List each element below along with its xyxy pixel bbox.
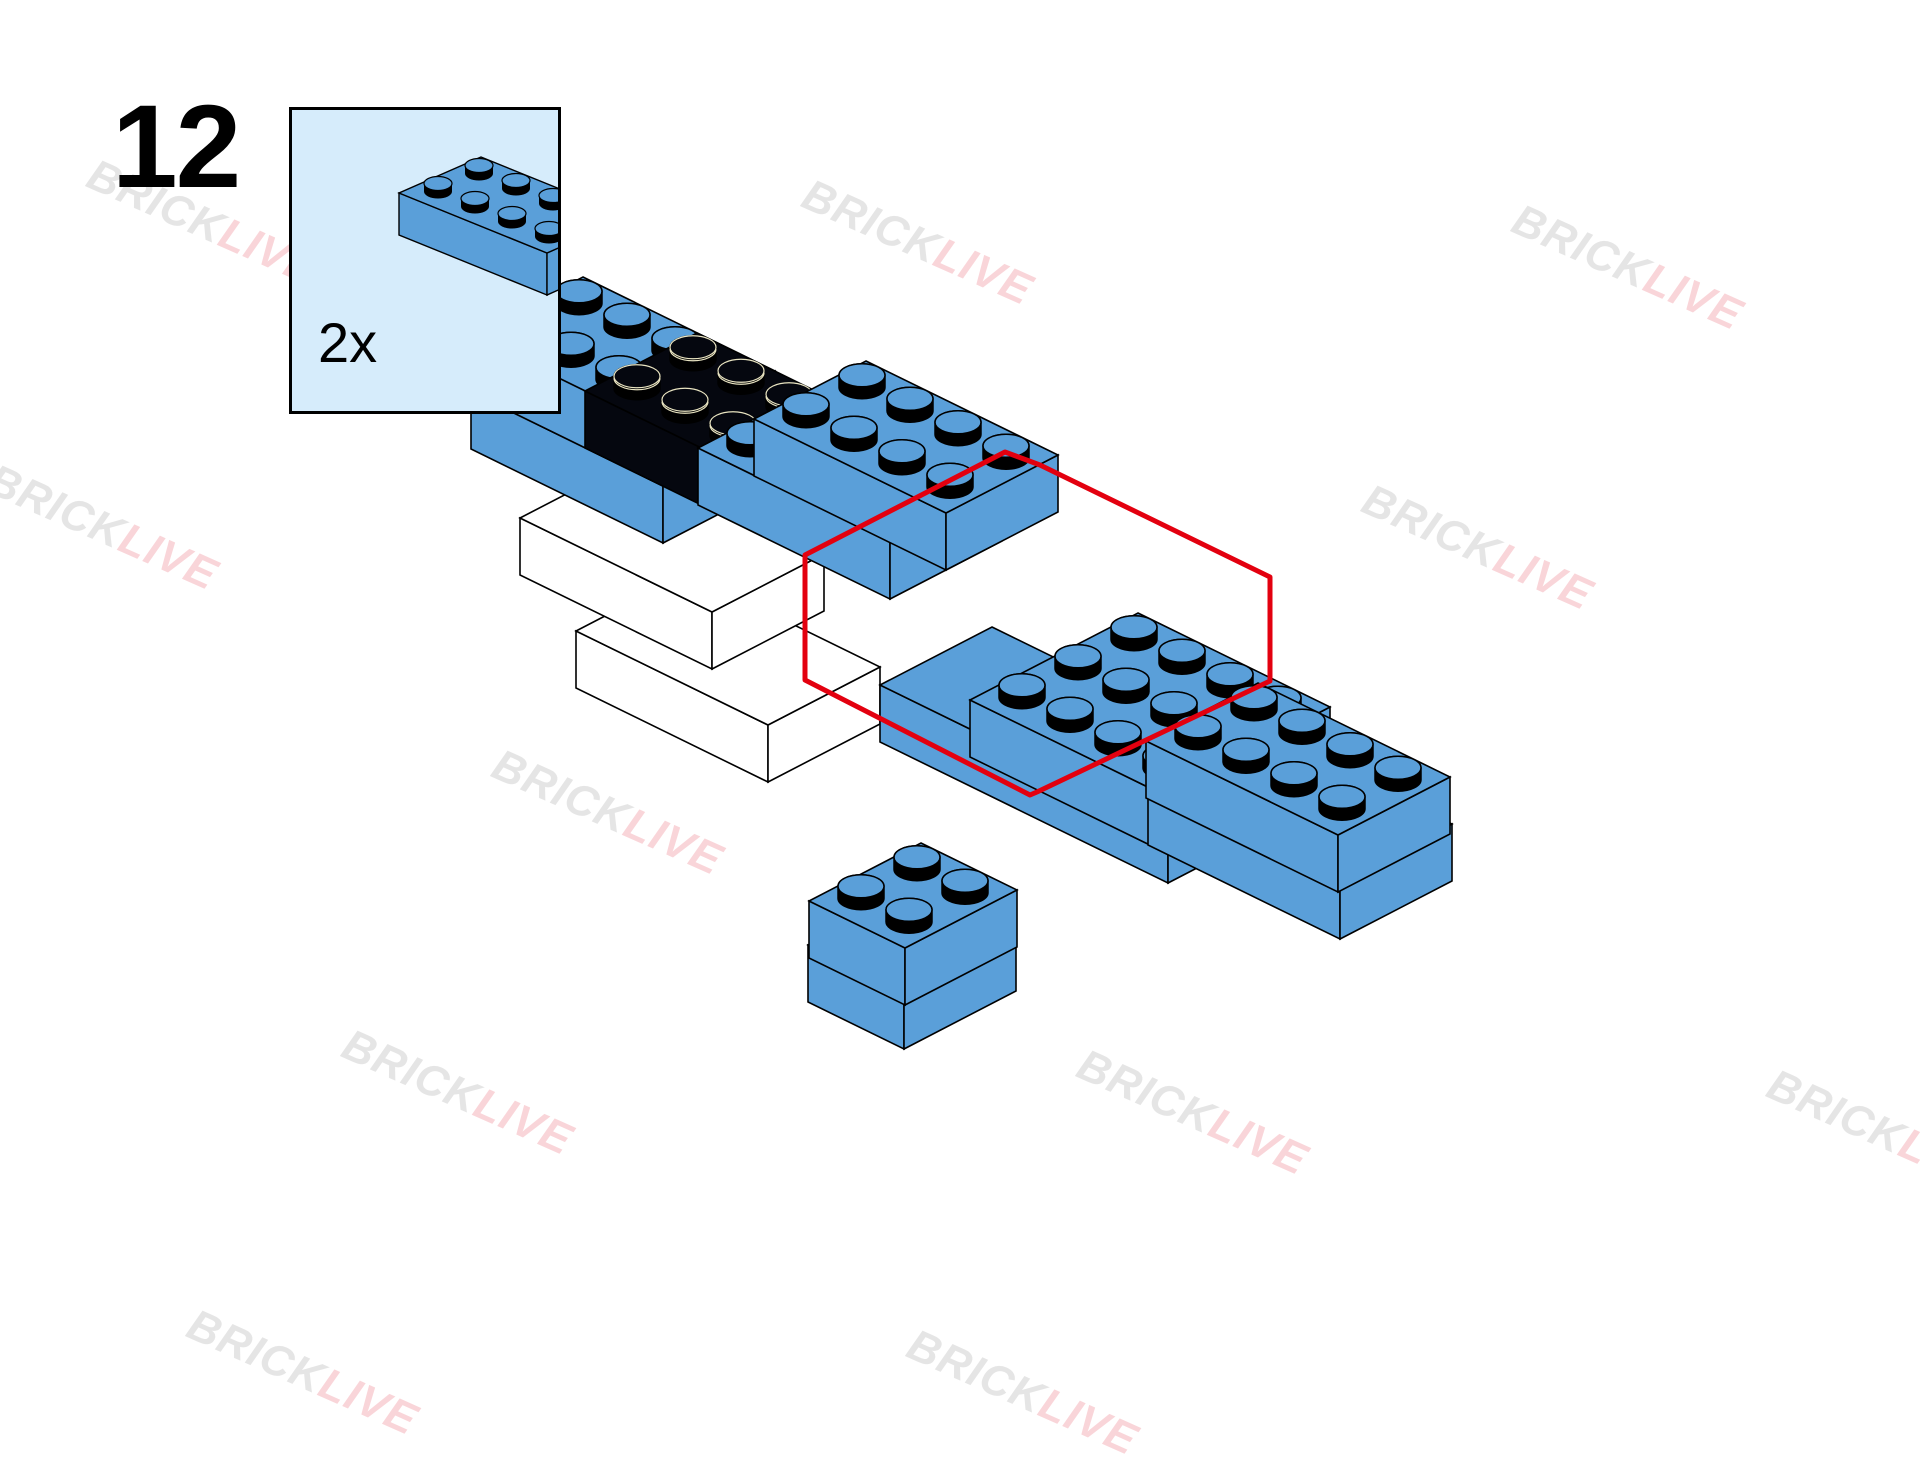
stud-icon xyxy=(464,157,494,181)
stud-icon xyxy=(460,190,490,214)
stud-icon xyxy=(1102,667,1150,704)
assembly-illustration xyxy=(469,276,1454,1051)
new-bricks-group xyxy=(696,360,1060,601)
stud-icon xyxy=(603,302,651,339)
stud-icon xyxy=(501,172,531,196)
stud-icon xyxy=(838,363,886,400)
stud-icon xyxy=(1174,714,1222,751)
stud-icon xyxy=(837,874,885,911)
parts-callout: 2x xyxy=(289,107,561,414)
stud-icon xyxy=(1094,720,1142,757)
stud-icon xyxy=(1318,784,1366,821)
stud-icon xyxy=(1110,615,1158,652)
step-number: 12 xyxy=(112,81,241,213)
stud-icon xyxy=(1054,644,1102,681)
stud-icon xyxy=(1222,737,1270,774)
stud-icon xyxy=(941,868,989,905)
stud-icon xyxy=(669,335,717,372)
stud-icon xyxy=(1374,755,1422,792)
new-brick-2 xyxy=(752,360,1060,572)
stud-icon xyxy=(893,845,941,882)
stud-icon xyxy=(934,410,982,447)
stud-icon xyxy=(613,364,661,401)
blue-brick-small xyxy=(807,842,1019,1007)
stud-icon xyxy=(534,220,558,244)
stud-icon xyxy=(1046,696,1094,733)
highlight-outline xyxy=(802,449,1273,798)
stud-icon xyxy=(497,205,527,229)
stud-icon xyxy=(886,386,934,423)
callout-brick-2x4 xyxy=(397,156,558,297)
stud-icon xyxy=(1326,732,1374,769)
blue-brick-far-right xyxy=(1144,682,1452,894)
stud-icon xyxy=(830,415,878,452)
stud-icon xyxy=(661,387,709,424)
stud-icon xyxy=(998,673,1046,710)
stud-icon xyxy=(423,175,453,199)
stud-icon xyxy=(878,439,926,476)
stud-icon xyxy=(538,187,558,211)
stud-icon xyxy=(1158,638,1206,675)
brick-icon xyxy=(292,110,558,411)
stud-icon xyxy=(1278,708,1326,745)
stud-icon xyxy=(885,897,933,934)
stud-icon xyxy=(782,392,830,429)
stud-icon xyxy=(1270,761,1318,798)
stud-icon xyxy=(717,358,765,395)
part-quantity: 2x xyxy=(318,311,378,374)
stud-icon xyxy=(555,279,603,316)
